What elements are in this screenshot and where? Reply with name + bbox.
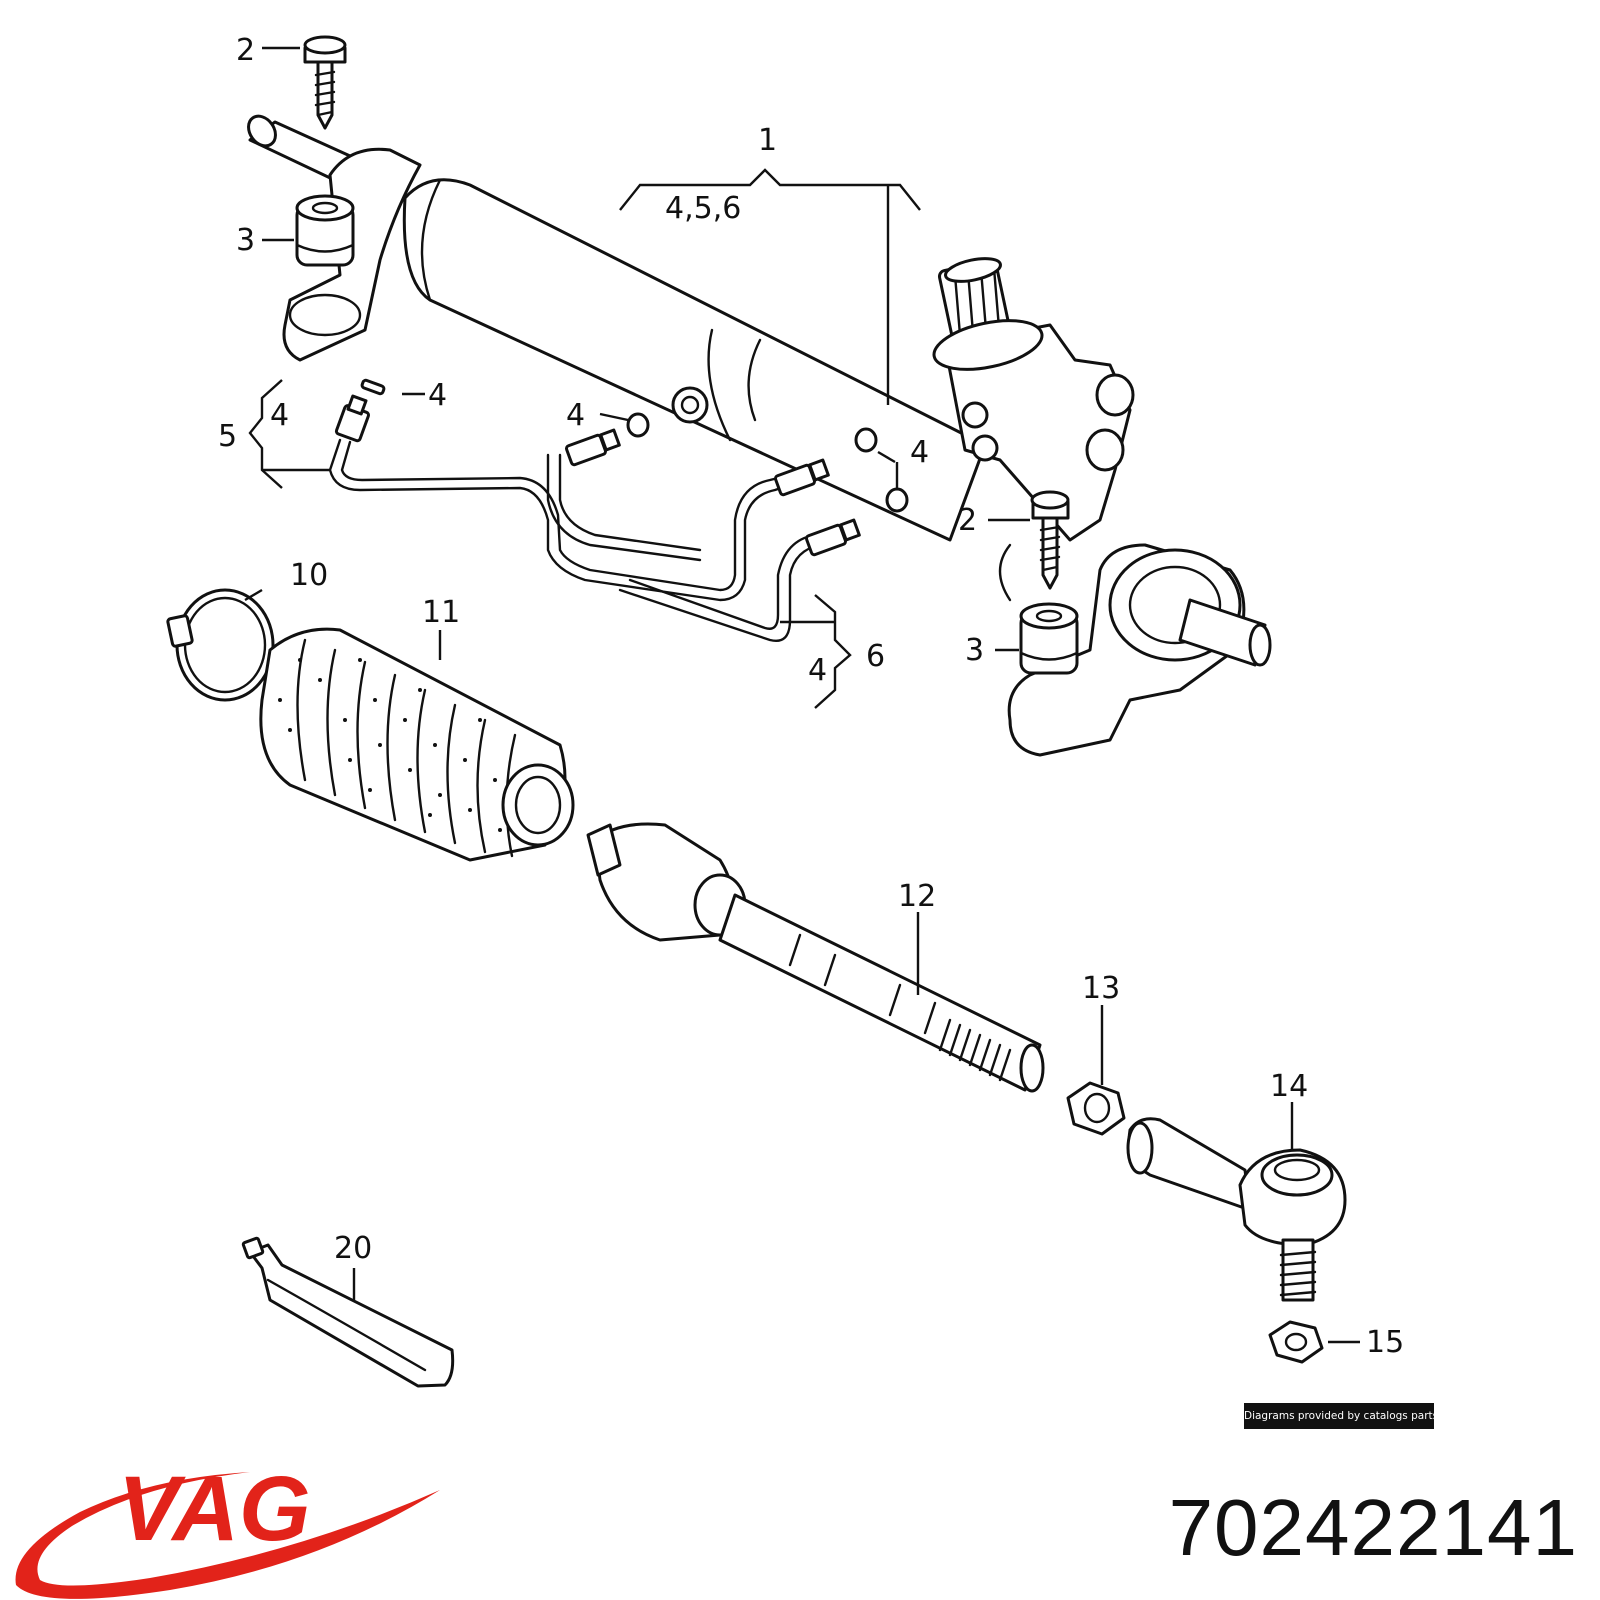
tie-rod-nut (1268, 1320, 1324, 1364)
seal-washer (671, 386, 709, 424)
seal-washer (854, 427, 878, 453)
callout-6: 6 (866, 639, 885, 674)
bellows-boot (259, 627, 575, 862)
logo-wordmark: VAG (118, 1458, 311, 1560)
callout-11: 11 (422, 595, 460, 630)
hydraulic-lines (328, 378, 909, 642)
callout-numbers: 2 3 1 4,5,6 4 4 5 4 4 2 3 10 11 6 4 12 1… (218, 33, 1404, 1360)
callout-4-seal-right: 4 (910, 435, 929, 470)
seal-washer (360, 378, 386, 396)
bolt-upper-left (303, 35, 347, 130)
diagram-credit-label: Diagrams provided by catalogs parts (1244, 1403, 1438, 1429)
logo-swoosh (15, 1472, 441, 1599)
callout-4-5-6: 4,5,6 (665, 191, 741, 226)
seal-washer (885, 487, 909, 513)
inner-tie-rod (586, 822, 1045, 1093)
rubber-mount-right (1019, 602, 1079, 675)
line-fitting (334, 394, 371, 443)
vag-logo: VAG (15, 1458, 441, 1599)
callout-3-right: 3 (965, 633, 984, 668)
bolt-right (1030, 490, 1070, 590)
leader-lines (244, 46, 1360, 1344)
callout-4-seal-mid: 4 (566, 398, 585, 433)
lock-nut (1066, 1081, 1126, 1136)
callout-14: 14 (1270, 1069, 1308, 1104)
part-number: 702422141 (1168, 1483, 1578, 1572)
callout-5: 5 (218, 419, 237, 454)
line-fitting (805, 518, 861, 557)
callout-4-seal-top: 4 (428, 378, 447, 413)
callout-2-right: 2 (958, 503, 977, 538)
tie-rod-end (1126, 1117, 1347, 1302)
callout-2-top: 2 (236, 33, 255, 68)
line-fitting (565, 428, 621, 467)
callout-3-left: 3 (236, 223, 255, 258)
callout-13: 13 (1082, 971, 1120, 1006)
callout-15: 15 (1366, 1325, 1404, 1360)
callout-10: 10 (290, 558, 328, 593)
callout-20: 20 (334, 1231, 372, 1266)
callout-12: 12 (898, 879, 936, 914)
callout-4-bracket-right: 4 (808, 653, 827, 688)
line-fitting (774, 458, 830, 497)
callout-4-bracket-left: 4 (270, 398, 289, 433)
boot-clamp (166, 588, 275, 702)
callout-1: 1 (758, 123, 777, 158)
grease-tube (241, 1236, 455, 1388)
seal-washer (626, 412, 650, 438)
rubber-mount-left (295, 194, 355, 267)
